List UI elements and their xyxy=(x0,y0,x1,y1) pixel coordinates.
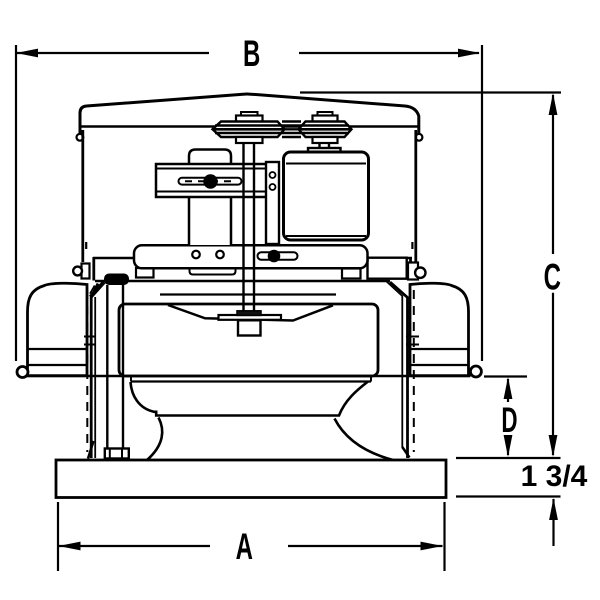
svg-text:B: B xyxy=(243,33,260,75)
svg-text:C: C xyxy=(544,256,561,298)
svg-text:D: D xyxy=(501,401,517,440)
svg-text:A: A xyxy=(236,526,253,568)
svg-text:1 3/4: 1 3/4 xyxy=(521,460,588,493)
